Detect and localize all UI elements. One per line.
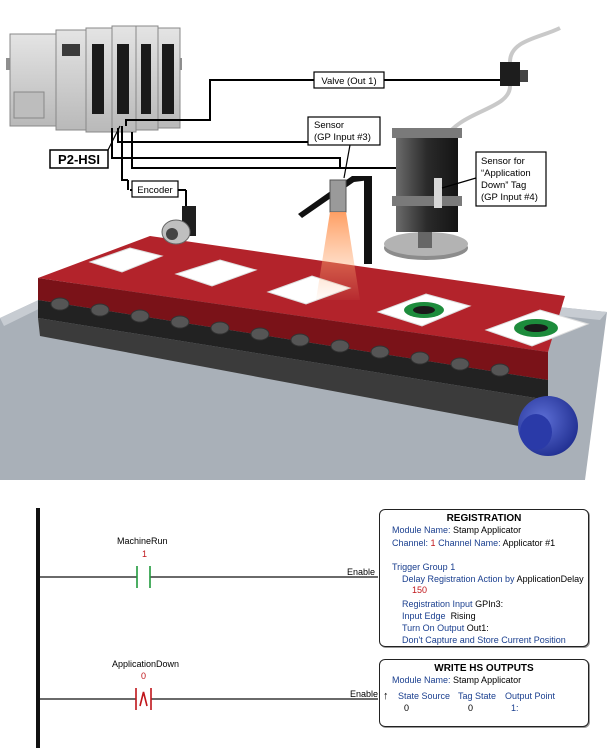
left-power-rail [36, 508, 40, 748]
registration-instruction-box[interactable]: REGISTRATION Module Name: Stamp Applicat… [379, 509, 589, 647]
reg-channel-value: 1 [430, 538, 436, 548]
reg-delay-tag: ApplicationDelay [516, 574, 584, 584]
reg-channel-label: Channel: [392, 538, 429, 548]
whs-module-name-value: Stamp Applicator [453, 675, 522, 685]
whs-col1-header: State Source [398, 691, 451, 701]
whs-module-name-label: Module Name: [392, 675, 451, 685]
rung1-contact [136, 566, 151, 588]
whs-col2-value: 0 [468, 703, 474, 713]
sensor-label-line1: Sensor [314, 120, 344, 131]
rung1-contact-value: 1 [142, 549, 148, 559]
encoder-label: Encoder [137, 185, 172, 196]
app-sensor-label-line2: “Application [481, 168, 531, 179]
rung2-contact-value: 0 [141, 671, 147, 681]
plc-module-label: P2-HSI [58, 152, 100, 167]
rung2-contact [135, 688, 152, 710]
conveyor-illustration: P2-HSI Valve (Out 1) Encoder Sensor (GP … [0, 25, 607, 480]
reg-capture-text: Don't Capture and Store Current Position [402, 635, 566, 645]
rung1-contact-tag: MachineRun [117, 536, 168, 546]
up-arrow-icon: ↑ [383, 690, 389, 702]
reg-input-edge-label: Input Edge [402, 611, 446, 621]
write-hs-outputs-box[interactable]: WRITE HS OUTPUTS Module Name: Stamp Appl… [379, 659, 589, 727]
reg-module-name-value: Stamp Applicator [453, 525, 522, 535]
reg-input-edge-value: Rising [450, 611, 476, 621]
rung2-contact-tag: ApplicationDown [112, 659, 180, 669]
solenoid-valve [442, 26, 561, 142]
ladder-diagram [36, 508, 378, 748]
reg-channel-name-label: Channel Name: [438, 538, 501, 548]
registration-title: REGISTRATION [446, 513, 522, 524]
reg-channel-name-value: Applicator #1 [502, 538, 556, 548]
rung1-enable-label: Enable [347, 567, 376, 577]
write-hs-title: WRITE HS OUTPUTS [434, 663, 534, 674]
registration-sensor [298, 176, 372, 300]
reg-delay-value: 150 [412, 585, 428, 595]
whs-col2-header: Tag State [458, 691, 497, 701]
reg-delay-label: Delay Registration Action by [402, 574, 515, 584]
sensor-label-line2: (GP Input #3) [314, 132, 371, 143]
app-sensor-label-line1: Sensor for [481, 156, 525, 167]
reg-turn-on-label: Turn On Output [402, 623, 465, 633]
encoder-device [161, 206, 196, 245]
app-sensor-label-line3: Down” Tag [481, 180, 526, 191]
plc-rack [6, 25, 182, 133]
whs-col3-header: Output Point [505, 691, 556, 701]
reg-input-value: GPIn3: [475, 599, 504, 609]
app-sensor-label-line4: (GP Input #4) [481, 192, 538, 203]
reg-trigger-group: Trigger Group 1 [392, 562, 456, 572]
stamp-applicator [384, 128, 468, 260]
whs-col1-value: 0 [404, 703, 410, 713]
rung2-enable-label: Enable [350, 689, 379, 699]
reg-module-name-label: Module Name: [392, 525, 451, 535]
stamped-labels [376, 293, 590, 347]
whs-col3-value: 1: [511, 703, 519, 713]
drive-motor [518, 396, 578, 456]
reg-turn-on-value: Out1: [466, 623, 489, 633]
valve-label: Valve (Out 1) [321, 76, 376, 87]
reg-input-label: Registration Input [402, 599, 473, 609]
